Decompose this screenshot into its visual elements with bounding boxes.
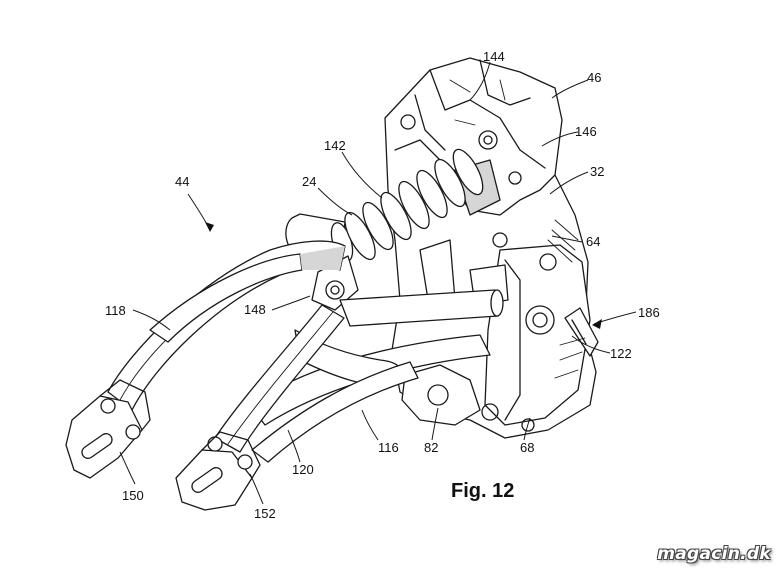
ref-144: 144 xyxy=(483,49,505,64)
ref-46: 46 xyxy=(587,70,601,85)
ref-32: 32 xyxy=(590,164,604,179)
ref-24: 24 xyxy=(302,174,316,189)
ref-82: 82 xyxy=(424,440,438,455)
ref-148: 148 xyxy=(244,302,266,317)
fork-tip-right xyxy=(176,432,260,510)
ref-68: 68 xyxy=(520,440,534,455)
ref-64: 64 xyxy=(586,234,600,249)
ref-142: 142 xyxy=(324,138,346,153)
ref-44: 44 xyxy=(175,174,189,189)
ref-116: 116 xyxy=(378,440,399,455)
frame-engine-assembly xyxy=(385,58,598,438)
ref-186: 186 xyxy=(638,305,660,320)
ref-150: 150 xyxy=(122,488,144,503)
ref-152: 152 xyxy=(254,506,276,521)
ref-146: 146 xyxy=(575,124,597,139)
ref-122: 122 xyxy=(610,346,632,361)
ref-120: 120 xyxy=(292,462,314,477)
figure-label: Fig. 12 xyxy=(451,480,514,502)
watermark-logo: magacin.dk xyxy=(657,544,771,564)
ref-118: 118 xyxy=(105,303,126,318)
